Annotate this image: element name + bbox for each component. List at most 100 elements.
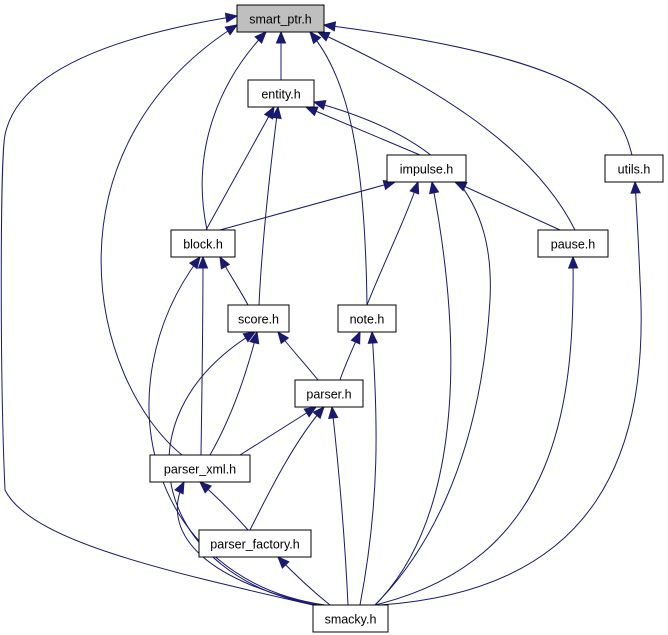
node-parser-xml[interactable]: parser_xml.h: [149, 454, 251, 483]
edge-smacky-to-parser_factory: [277, 556, 331, 606]
node-entity[interactable]: entity.h: [247, 79, 315, 108]
edge-entity-to-smart_ptr: [275, 30, 287, 80]
edge-score-to-block: [219, 255, 249, 306]
edge-line: [205, 106, 275, 231]
nodes-layer: smart_ptr.h entity.h impulse.h utils.h block…: [149, 4, 664, 633]
node-label: note.h: [350, 313, 385, 327]
edge-line: [209, 331, 258, 456]
edge-parser_factory-to-parser: [249, 406, 325, 531]
edge-utils-to-smart_ptr: [322, 21, 633, 156]
edge-smacky-to-smart_ptr: [0, 12, 314, 606]
node-box: [312, 604, 389, 633]
node-label: pause.h: [551, 238, 596, 252]
arrow-head-icon: [254, 31, 267, 44]
edge-smacky-to-parser_xml: [174, 480, 319, 606]
edge-smacky-to-utils: [379, 180, 642, 606]
node-label: parser.h: [306, 388, 351, 402]
arrow-head-icon: [350, 330, 361, 345]
node-smacky[interactable]: smacky.h: [312, 604, 389, 633]
edge-line: [168, 331, 319, 606]
edge-smacky-to-impulse: [374, 180, 452, 606]
node-parser-factory[interactable]: parser_factory.h: [198, 529, 312, 558]
edge-line: [331, 406, 349, 606]
arrow-head-icon: [271, 105, 282, 120]
arrow-head-icon: [312, 406, 325, 420]
arrow-head-icon: [316, 31, 331, 42]
edge-line: [305, 106, 421, 156]
edges-layer: [0, 12, 642, 606]
edge-line: [219, 181, 396, 231]
arrow-head-icon: [309, 30, 322, 45]
arrow-head-icon: [242, 331, 257, 343]
node-note[interactable]: note.h: [337, 304, 397, 333]
arrow-head-icon: [275, 30, 287, 44]
arrow-head-icon: [322, 21, 337, 32]
edge-smacky-to-score: [168, 331, 319, 606]
edge-line: [200, 256, 204, 456]
node-box: [386, 154, 467, 183]
edge-parser_factory-to-parser_xml: [199, 481, 249, 531]
node-label: block.h: [183, 238, 223, 252]
edge-block-to-entity: [205, 105, 275, 231]
edge-score-to-entity: [258, 105, 282, 306]
edge-line: [0, 15, 314, 606]
edge-line: [258, 106, 279, 306]
edge-parser-to-note: [339, 330, 361, 381]
arrow-head-icon: [367, 330, 379, 344]
node-label: smacky.h: [325, 613, 377, 627]
node-label: entity.h: [261, 88, 300, 102]
node-impulse[interactable]: impulse.h: [386, 154, 467, 183]
arrow-head-icon: [453, 181, 468, 192]
node-box: [294, 379, 364, 408]
node-smart-ptr[interactable]: smart_ptr.h: [236, 4, 325, 33]
node-box: [337, 304, 397, 333]
node-parser[interactable]: parser.h: [294, 379, 364, 408]
edge-line: [454, 181, 561, 231]
edge-parser_xml-to-block: [197, 255, 209, 456]
edge-smacky-to-entity: [312, 100, 491, 606]
arrow-head-icon: [188, 255, 201, 270]
edge-line: [366, 181, 419, 306]
node-pause[interactable]: pause.h: [537, 229, 609, 258]
edge-parser-to-score: [277, 330, 319, 381]
node-label: score.h: [238, 313, 279, 327]
node-score[interactable]: score.h: [227, 304, 290, 333]
arrow-head-icon: [199, 481, 213, 494]
edge-note-to-smart_ptr: [309, 30, 368, 306]
edge-line: [359, 331, 377, 606]
node-box: [170, 229, 236, 258]
node-block[interactable]: block.h: [170, 229, 236, 258]
arrow-head-icon: [630, 180, 641, 194]
edge-parser_xml-to-parser: [239, 406, 318, 456]
node-label: smart_ptr.h: [249, 13, 312, 27]
node-label: parser_factory.h: [210, 538, 299, 552]
arrow-head-icon: [567, 255, 579, 269]
arrow-head-icon: [224, 12, 239, 24]
edge-line: [249, 406, 325, 531]
arrow-head-icon: [197, 255, 209, 269]
edge-block-to-smart_ptr: [201, 31, 267, 231]
node-label: impulse.h: [400, 163, 454, 177]
edge-line: [239, 406, 317, 456]
edge-line: [374, 256, 574, 606]
edge-line: [201, 31, 267, 231]
edge-line: [379, 181, 642, 606]
edge-parser_xml-to-smart_ptr: [100, 24, 239, 456]
edge-impulse-to-entity: [304, 106, 421, 156]
edge-line: [100, 24, 238, 456]
node-utils[interactable]: utils.h: [604, 154, 664, 183]
arrow-head-icon: [429, 180, 440, 195]
arrow-head-icon: [219, 255, 231, 270]
edge-smacky-to-parser: [328, 405, 349, 606]
node-box: [247, 79, 315, 108]
edge-block-to-impulse: [219, 179, 397, 231]
edge-line: [323, 24, 633, 156]
node-box: [227, 304, 290, 333]
arrow-head-icon: [312, 100, 327, 111]
edge-smacky-to-note: [359, 330, 379, 606]
edge-line: [317, 31, 576, 231]
edge-pause-to-smart_ptr: [316, 31, 576, 231]
arrow-head-icon: [304, 106, 319, 117]
arrow-head-icon: [409, 180, 420, 195]
